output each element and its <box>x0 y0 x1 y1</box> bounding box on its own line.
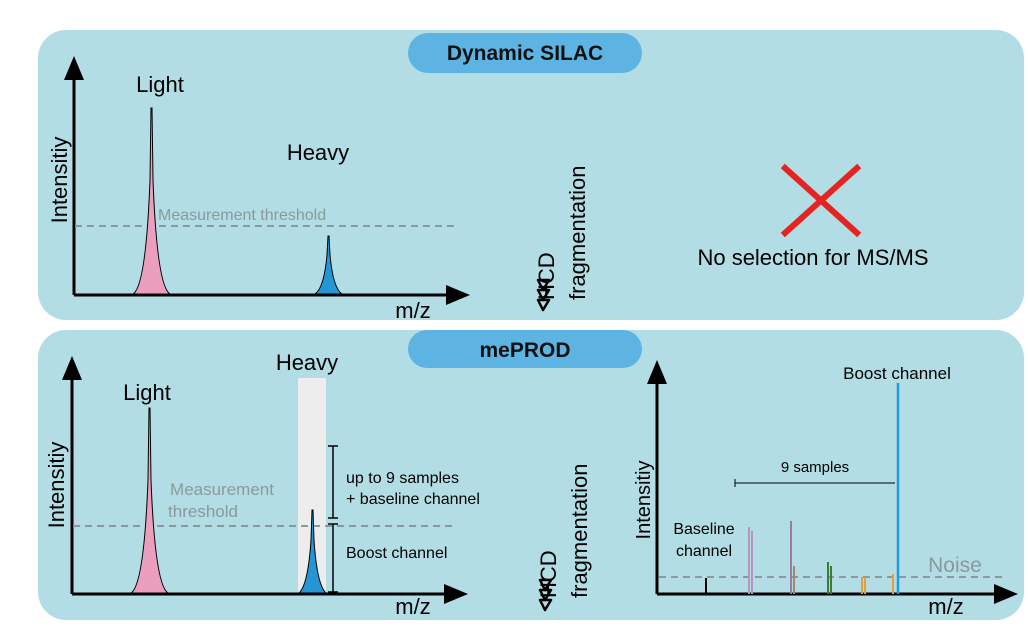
spectrum-x-axis-label: m/z <box>928 594 963 619</box>
baseline-label-line1: Baseline <box>673 521 734 538</box>
bottom-title-badge <box>408 330 642 368</box>
top-title: Dynamic SILAC <box>447 42 603 65</box>
spectrum-x-axis-arrow <box>994 584 1018 604</box>
top-x-axis-label: m/z <box>395 298 430 323</box>
spectrum-y-axis-label: Intensitiy <box>633 461 655 540</box>
bottom-title: mePROD <box>479 339 570 362</box>
bottom-heavy-label: Heavy <box>276 350 338 375</box>
top-heavy-label: Heavy <box>287 140 349 165</box>
spectrum-y-axis-arrow <box>647 360 667 384</box>
bottom-heavy-peak <box>297 509 328 594</box>
bottom-threshold-label-line1: Measurement <box>170 480 274 499</box>
bottom-threshold-label-line2: threshold <box>168 502 238 521</box>
bottom-light-peak <box>129 407 170 594</box>
bottom-y-axis-arrow <box>62 356 82 380</box>
bottom-panel-background <box>38 330 1024 620</box>
bottom-x-axis-arrow <box>444 584 468 604</box>
cross-icon <box>780 163 862 238</box>
top-y-axis-arrow <box>64 56 84 80</box>
boost-channel-label: Boost channel <box>843 364 951 383</box>
top-light-label: Light <box>136 72 184 97</box>
top-title-badge <box>408 33 642 73</box>
samples-label: 9 samples <box>781 459 849 476</box>
no-selection-label: No selection for MS/MS <box>697 245 928 270</box>
bottom-light-label: Light <box>123 380 171 405</box>
sample-bracket <box>328 445 338 593</box>
top-x-axis-arrow <box>446 285 470 305</box>
top-heavy-peak <box>313 235 344 295</box>
noise-label: Noise <box>928 554 982 577</box>
top-y-axis-label: Intensitiy <box>47 137 72 224</box>
bracket-upper-label-line1: up to 9 samples <box>346 470 459 487</box>
top-panel-background <box>38 30 1024 320</box>
bottom-fragmentation-arrows-icon <box>538 578 553 612</box>
top-fragmentation-arrows-icon <box>536 278 551 312</box>
bottom-x-axis-label: m/z <box>395 594 430 619</box>
top-fragmentation-label: fragmentation <box>565 165 590 300</box>
samples-span <box>734 479 895 487</box>
bracket-upper-label-line2: + baseline channel <box>346 491 480 508</box>
baseline-label-line2: channel <box>676 543 732 560</box>
bottom-panel: mePROD Intensitiy m/z Measurement thresh… <box>38 330 1024 620</box>
top-light-peak <box>131 107 172 295</box>
bottom-y-axis-label: Intensitiy <box>44 442 69 529</box>
bracket-lower-label: Boost channel <box>346 545 447 562</box>
top-threshold-label: Measurement threshold <box>158 207 326 224</box>
top-panel: Dynamic SILAC Intensitiy m/z Measurement… <box>38 30 1024 323</box>
reporter-spectrum: Intensitiy m/z Noise Boost channel 9 sam… <box>633 360 1018 619</box>
bottom-fragmentation-label: fragmentation <box>567 463 592 598</box>
